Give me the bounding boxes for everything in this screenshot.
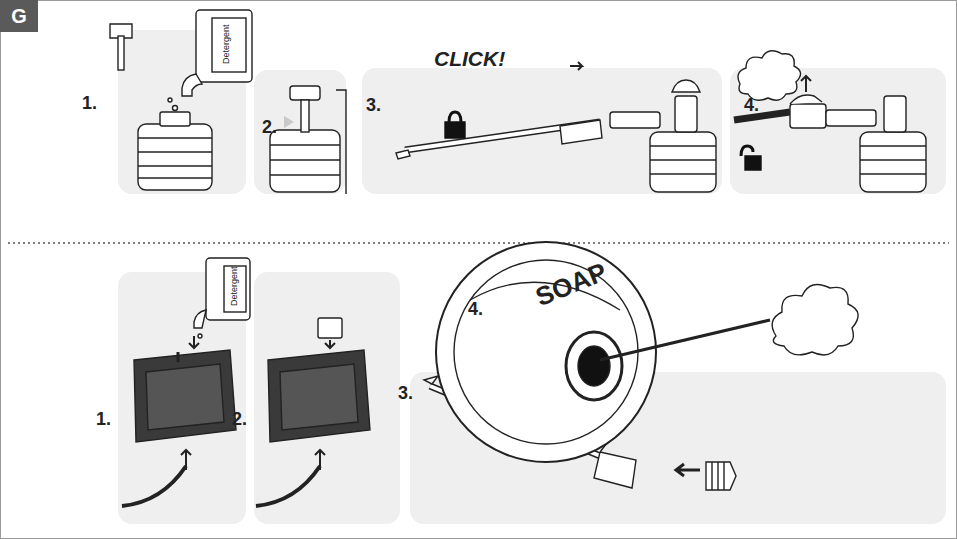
product-label: Detergent [230, 266, 239, 306]
product-label: Detergent [222, 24, 231, 64]
step-number: 3. [398, 384, 413, 402]
step-number: 1. [96, 410, 111, 428]
step-number: 4. [468, 300, 483, 318]
step-number: 2. [262, 118, 277, 136]
figure-letter-box: G [0, 0, 38, 32]
sound-label: CLICK! [434, 48, 505, 69]
step-number: 3. [366, 96, 381, 114]
step-number: 1. [82, 94, 97, 112]
step-number: 2. [232, 410, 247, 428]
figure-letter: G [11, 5, 27, 28]
step-number: 4. [744, 96, 759, 114]
